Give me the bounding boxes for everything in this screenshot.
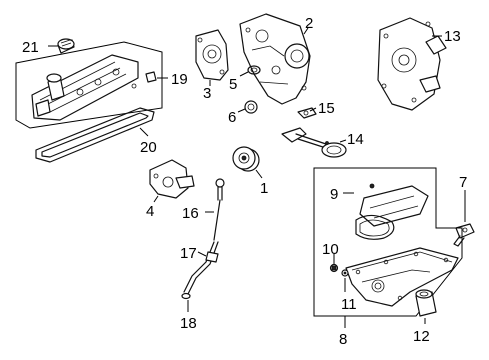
leader-5 (239, 71, 249, 77)
callout-11: 11 (341, 296, 357, 313)
callout-5: 5 (229, 76, 237, 93)
leader-15 (309, 107, 317, 112)
part-11-drain-plug-gasket[interactable] (341, 269, 349, 277)
callout-6: 6 (228, 109, 236, 126)
part-6-crankshaft-seal[interactable] (244, 100, 258, 114)
part-8-group-box (313, 167, 463, 317)
part-21-oil-filler-cap[interactable] (57, 38, 75, 54)
callout-21: 21 (22, 39, 39, 56)
callout-20: 20 (140, 139, 157, 156)
part-9-oil-pan-baffle[interactable] (355, 183, 429, 240)
part-16-oil-dipstick[interactable] (213, 178, 225, 241)
part-4-water-outlet[interactable] (149, 159, 195, 199)
part-18-tube-seal[interactable] (181, 292, 191, 300)
leader-6 (237, 108, 246, 113)
leader-1 (255, 169, 263, 179)
callout-4: 4 (146, 203, 154, 220)
part-19-valve-cover[interactable] (31, 54, 157, 121)
callout-14: 14 (347, 131, 364, 148)
leader-2 (303, 27, 309, 35)
part-12-oil-filter[interactable] (415, 289, 437, 317)
callout-18: 18 (180, 315, 197, 332)
callout-15: 15 (318, 100, 335, 117)
callout-1: 1 (260, 180, 268, 197)
callout-7: 7 (459, 174, 467, 191)
leader-4 (153, 195, 159, 203)
part-13-water-pump[interactable] (377, 17, 447, 111)
part-2-front-cover[interactable] (239, 13, 311, 105)
part-15-pickup-gasket[interactable] (297, 107, 317, 119)
callout-9: 9 (330, 186, 338, 203)
callout-10: 10 (322, 241, 339, 258)
leader-17 (197, 251, 207, 257)
part-7-oil-level-sensor[interactable] (453, 223, 475, 247)
part-1-harmonic-balancer[interactable] (232, 146, 260, 172)
callout-13: 13 (444, 28, 461, 45)
part-19-group-box (15, 41, 163, 129)
leader-20 (139, 127, 149, 137)
part-3-timing-cover-upper[interactable] (195, 29, 229, 81)
part-17-dipstick-tube[interactable] (183, 241, 219, 295)
callout-19: 19 (171, 71, 188, 88)
callout-17: 17 (180, 245, 197, 262)
part-14-oil-pump-pickup[interactable] (281, 127, 347, 158)
callout-12: 12 (413, 328, 430, 345)
callout-8: 8 (339, 331, 347, 348)
part-10-drain-plug[interactable] (329, 263, 339, 273)
leader-14 (339, 139, 347, 143)
part-8-oil-pan[interactable] (345, 247, 459, 307)
callout-2: 2 (305, 15, 313, 32)
callout-3: 3 (203, 85, 211, 102)
part-20-valve-cover-gasket[interactable] (35, 107, 155, 163)
part-5-seal[interactable] (247, 65, 261, 75)
callout-16: 16 (182, 205, 199, 222)
